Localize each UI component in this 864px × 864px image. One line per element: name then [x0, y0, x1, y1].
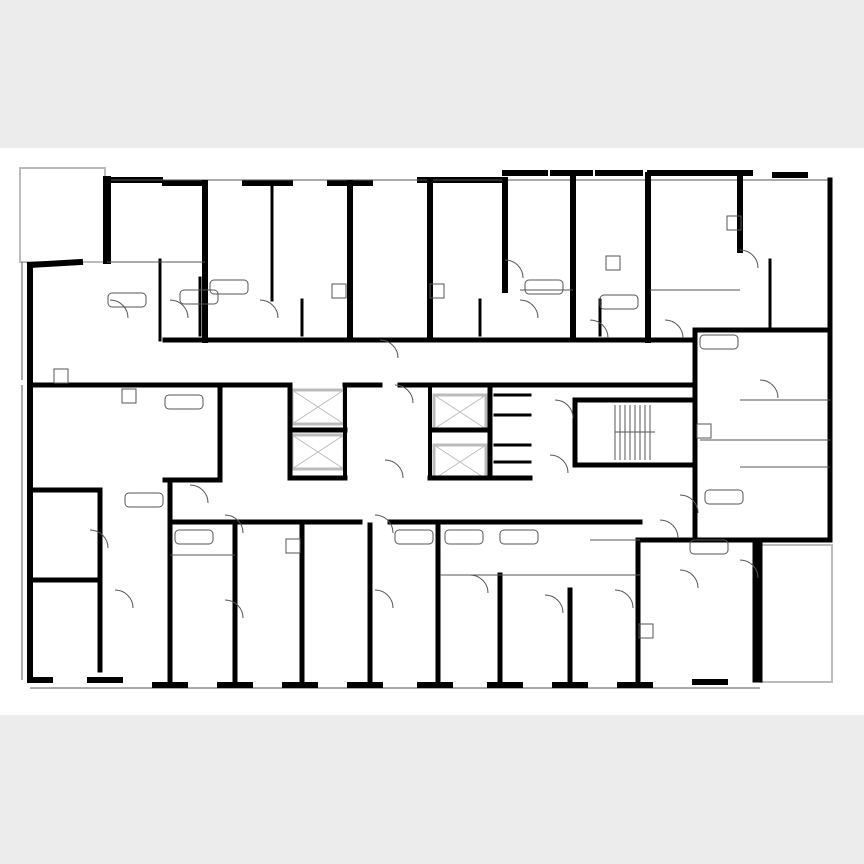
bathtub [499, 529, 539, 545]
door-swing [189, 484, 209, 504]
door-swing [374, 514, 394, 534]
door-swing [504, 259, 524, 279]
door-swing [224, 514, 244, 534]
door-swing [519, 299, 539, 319]
door-swing [614, 589, 634, 609]
door-swing [469, 574, 489, 594]
door-swing [679, 569, 699, 589]
door-swing [544, 594, 564, 614]
door-swing [549, 454, 569, 474]
door-swing [89, 529, 109, 549]
stove [53, 368, 69, 384]
door-swing [554, 399, 574, 419]
stove [638, 623, 654, 639]
elevator-cross [433, 444, 487, 480]
door-swing [224, 599, 244, 619]
door-swing [374, 589, 394, 609]
bathtub [524, 279, 564, 295]
door-swing [379, 339, 399, 359]
stove [121, 388, 137, 404]
door-swing [114, 589, 134, 609]
door-swing [664, 319, 684, 339]
wall [26, 258, 84, 269]
bathtub [444, 529, 484, 545]
bathtub [394, 529, 434, 545]
door-swing [739, 249, 759, 269]
bathtub [209, 279, 249, 295]
balcony [19, 167, 106, 263]
door-swing [384, 459, 404, 479]
bathtub [174, 529, 214, 545]
stove [285, 538, 301, 554]
door-swing [259, 299, 279, 319]
balcony [759, 544, 833, 683]
door-swing [109, 299, 129, 319]
door-swing [759, 379, 779, 399]
door-swing [394, 384, 414, 404]
bathtub [107, 292, 147, 308]
door-swing [659, 519, 679, 539]
elevator-cross [291, 389, 345, 425]
stove [726, 215, 742, 231]
stove [331, 283, 347, 299]
elevator-cross [291, 434, 345, 470]
door-swing [679, 494, 699, 514]
door-swing [739, 559, 759, 579]
stove [429, 283, 445, 299]
bathtub [179, 289, 219, 305]
door-swing [169, 299, 189, 319]
door-swing [589, 319, 609, 339]
bathtub [599, 294, 639, 310]
bathtub [164, 394, 204, 410]
bathtub [699, 334, 739, 350]
elevator-cross [433, 394, 487, 430]
stove [605, 255, 621, 271]
stove [696, 423, 712, 439]
bathtub [704, 489, 744, 505]
bathtub [124, 492, 164, 508]
bathtub [689, 539, 729, 555]
